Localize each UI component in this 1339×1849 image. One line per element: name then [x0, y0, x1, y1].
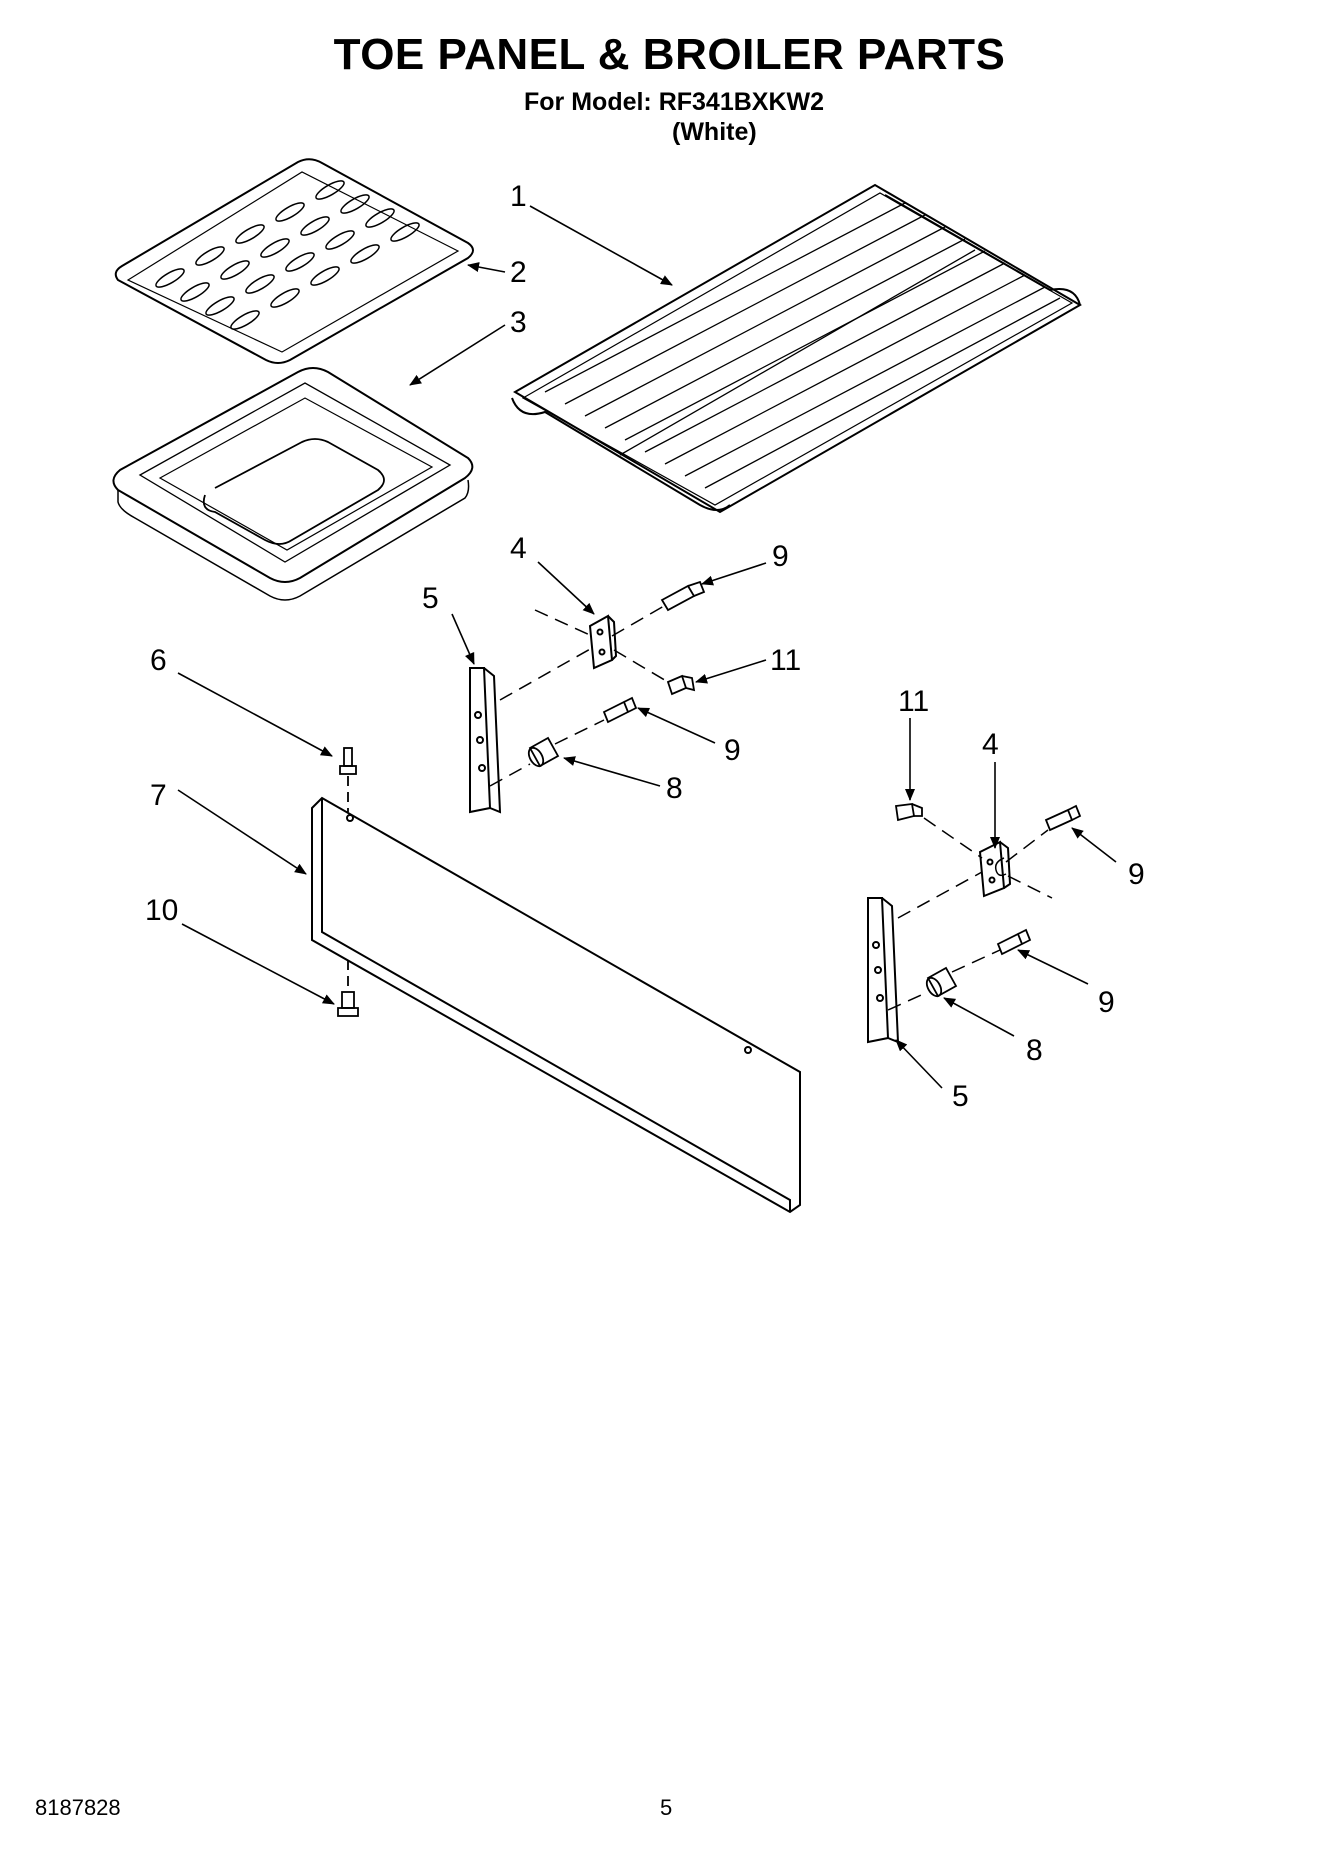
screw-bottom: [337, 960, 359, 1017]
screw-right-upper-left: [894, 802, 923, 822]
callout-6: 6: [150, 644, 167, 677]
toe-panel: [311, 796, 801, 1214]
document-number: 8187828: [35, 1795, 121, 1820]
model-variant: (White): [672, 118, 757, 146]
callout-4-left: 4: [510, 532, 527, 565]
callout-10: 10: [145, 894, 178, 927]
broiler-pan: [112, 367, 474, 601]
callout-9-left-upper: 9: [772, 540, 789, 573]
callout-4-right: 4: [982, 728, 999, 761]
dash-lines-right: [887, 817, 1053, 1011]
callout-labels: 1 2 3 4 9 5 11 9 8 6 7 10 11 4 9 9 8 5: [145, 180, 1145, 1113]
callout-9-right-lower: 9: [1098, 986, 1115, 1019]
bracket-right: [978, 840, 1012, 898]
callout-5-left: 5: [422, 582, 439, 615]
dash-lines-left: [489, 605, 669, 787]
callout-9-left-lower: 9: [724, 734, 741, 767]
bracket-left: [588, 614, 618, 670]
callout-9-right-upper: 9: [1128, 858, 1145, 891]
callout-3: 3: [510, 306, 527, 339]
callout-5-right: 5: [952, 1080, 969, 1113]
callout-11-right: 11: [898, 685, 929, 718]
callout-11-left: 11: [770, 644, 801, 677]
screw-left-lower: [602, 696, 638, 724]
leveling-leg-right: [867, 897, 900, 1044]
page-title: TOE PANEL & BROILER PARTS: [333, 30, 1006, 79]
spacer-left: [527, 736, 560, 768]
screw-right-upper-right: [1044, 804, 1082, 832]
leader-lines: [177, 205, 1117, 1089]
screw-right-lower: [996, 928, 1032, 956]
callout-2: 2: [510, 256, 527, 289]
leveling-leg-left: [469, 667, 502, 814]
callout-1: 1: [510, 180, 527, 213]
broiler-grid: [114, 158, 474, 364]
screw-left-middle: [666, 674, 696, 696]
panel-clip: [339, 747, 357, 812]
page-number: 5: [660, 1795, 673, 1820]
model-line: For Model: RF341BXKW2: [524, 88, 825, 116]
oven-rack: [511, 183, 1082, 514]
spacer-right: [925, 966, 958, 998]
callout-8-left: 8: [666, 772, 683, 805]
callout-8-right: 8: [1026, 1034, 1043, 1067]
screw-left-upper: [660, 580, 706, 612]
callout-7: 7: [150, 779, 167, 812]
